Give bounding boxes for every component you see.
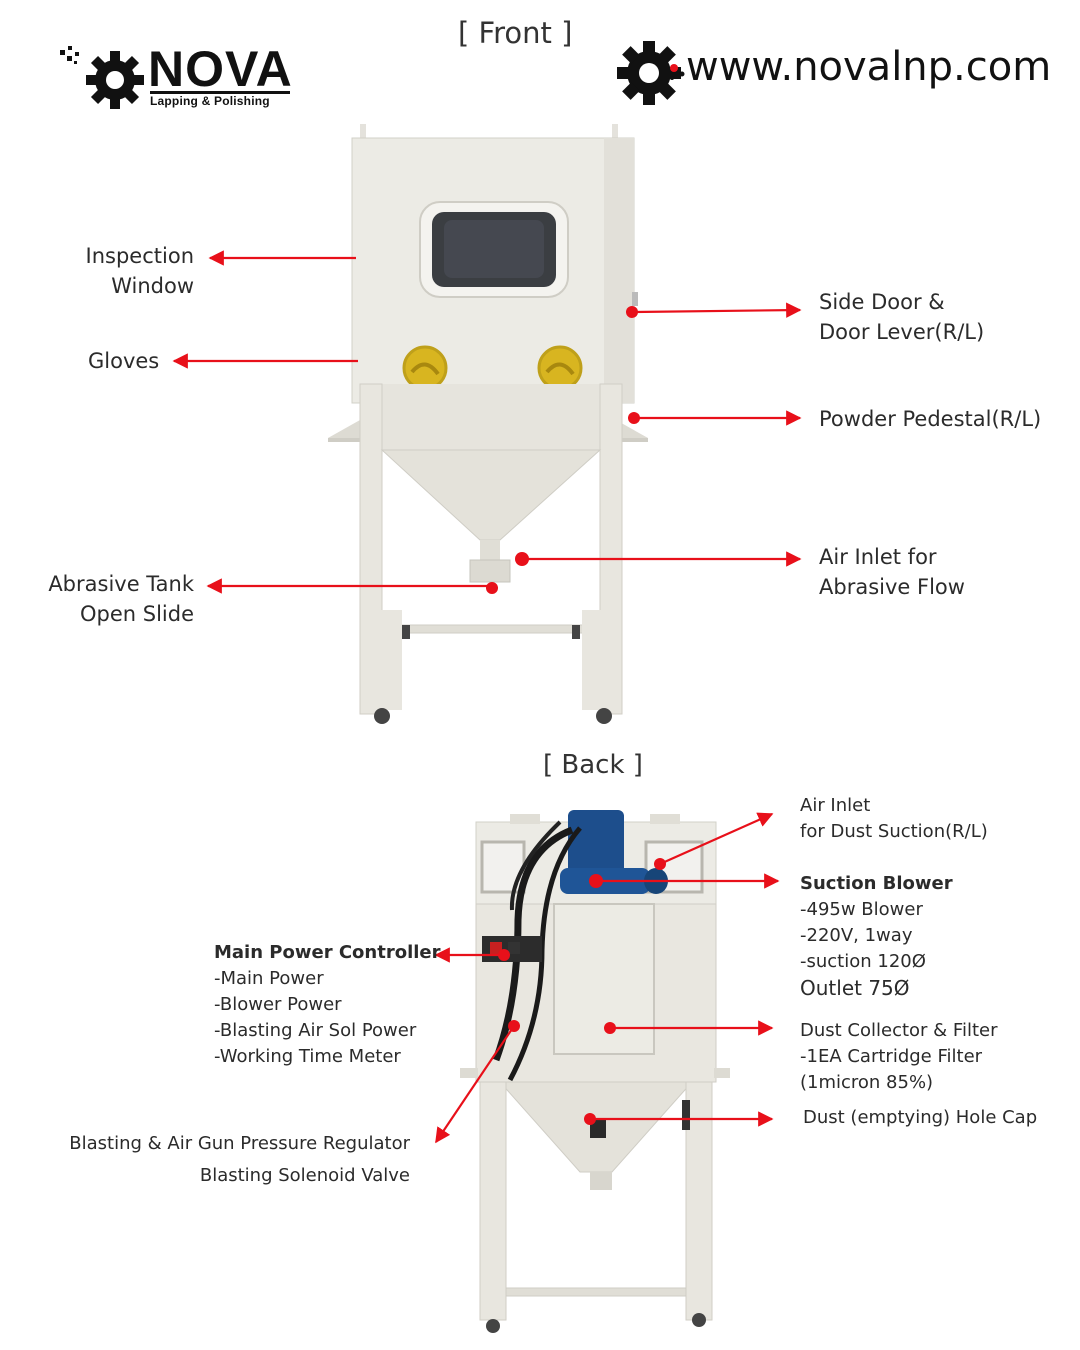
website-block: www.novalnp.com (614, 38, 1064, 108)
brand-name: NOVA (148, 41, 293, 97)
label-dust-collector: Dust Collector & Filter -1EA Cartridge F… (800, 1020, 998, 1093)
website-url[interactable]: www.novalnp.com (686, 44, 1052, 90)
brand-logo: NOVA Lapping & Polishing (58, 44, 298, 110)
label-regulator: Blasting & Air Gun Pressure Regulator Bl… (69, 1133, 410, 1186)
label-side-door: Side Door & Door Lever(R/L) (819, 290, 985, 344)
arrow-dust-inlet (659, 812, 774, 866)
gear-web-icon (617, 41, 685, 105)
label-main-power-controller: Main Power Controller -Main Power -Blowe… (214, 942, 441, 1067)
brand-underline (150, 91, 290, 94)
inspection-window (419, 201, 569, 298)
label-air-inlet-dust: Air Inlet for Dust Suction(R/L) (800, 795, 988, 842)
arrow-regulator (435, 1025, 515, 1144)
back-title: [ Back ] (543, 750, 643, 780)
front-title: [ Front ] (458, 16, 573, 50)
label-suction-blower: Suction Blower -495w Blower -220V, 1way … (800, 873, 953, 1000)
arrow-side-door (631, 302, 802, 318)
label-gloves: Gloves (88, 349, 160, 373)
label-powder-pedestal: Powder Pedestal(R/L) (819, 407, 1042, 431)
brand-tagline: Lapping & Polishing (150, 94, 270, 108)
gear-logo-icon (60, 46, 144, 109)
front-machine-photo (328, 124, 648, 724)
label-abrasive-tank: Abrasive Tank Open Slide (48, 572, 194, 626)
back-machine-photo (460, 810, 730, 1333)
label-inspection-window: Inspection Window (85, 244, 194, 298)
label-air-inlet: Air Inlet for Abrasive Flow (819, 545, 965, 599)
glove-ports (402, 345, 583, 391)
label-dust-hole-cap: Dust (emptying) Hole Cap (803, 1107, 1038, 1128)
